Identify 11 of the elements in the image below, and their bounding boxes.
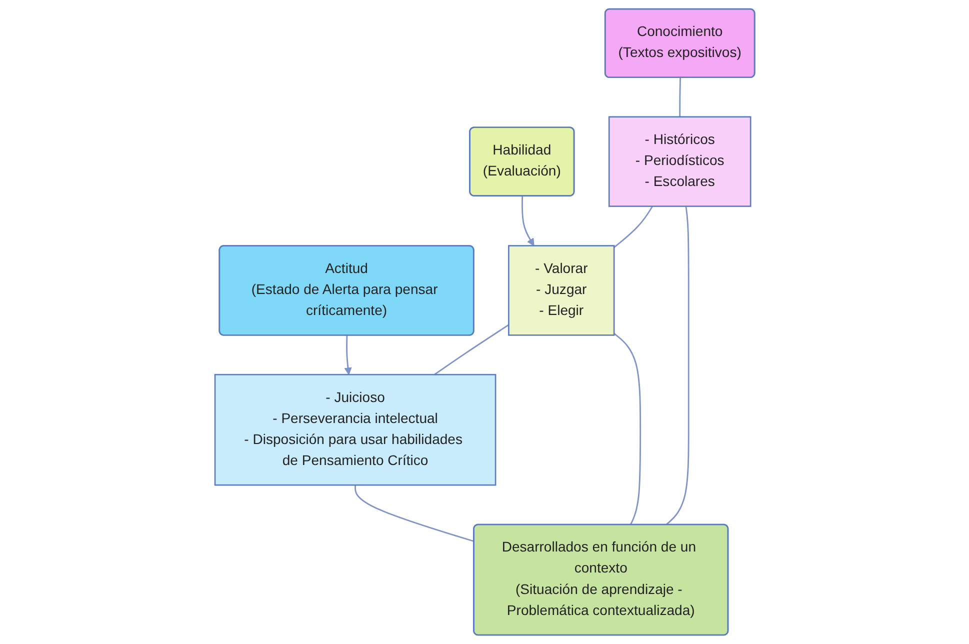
connector	[665, 206, 690, 526]
node-box: - Juicioso - Perseverancia intelectual - Disposición para usar habilidades de Pensamiento Crítico	[214, 374, 496, 486]
node-box: - Valorar - Juzgar - Elegir	[508, 245, 614, 336]
connector	[354, 485, 474, 542]
node-box: - Históricos - Periodísticos - Escolares	[608, 116, 751, 207]
connector	[434, 324, 509, 376]
arrow	[344, 336, 352, 375]
connector	[613, 332, 641, 526]
connector	[678, 78, 681, 117]
arrow	[521, 196, 534, 246]
connector	[613, 206, 653, 248]
